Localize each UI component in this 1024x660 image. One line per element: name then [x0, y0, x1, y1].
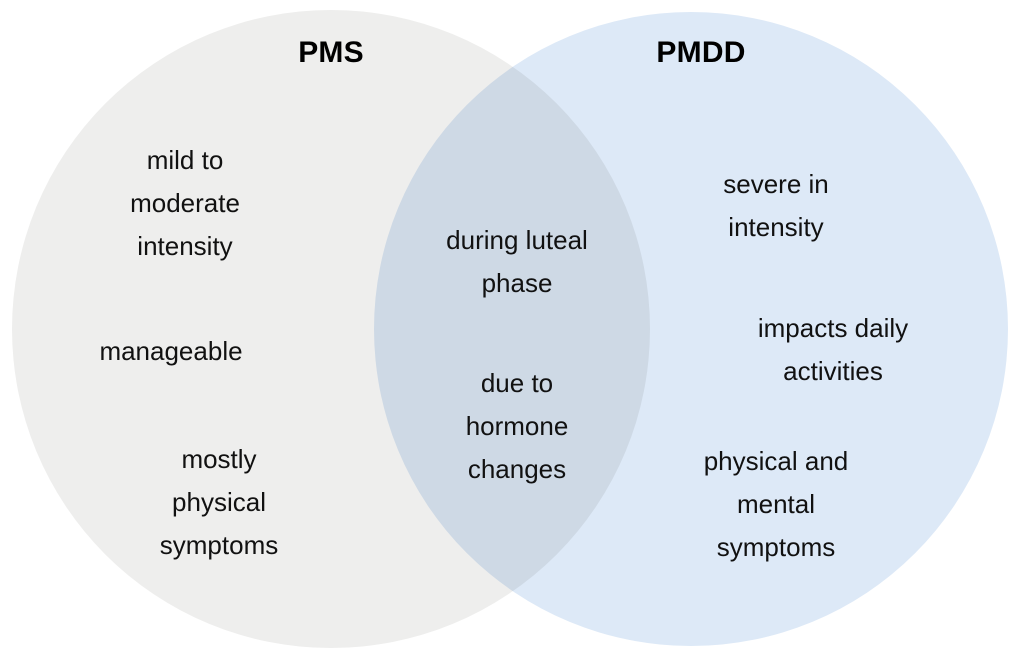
venn-entry-pmdd-daily-activities: impacts daily activities — [757, 313, 909, 387]
venn-title-pmdd: PMDD — [656, 36, 746, 69]
venn-entry-pms-symptoms: mostly physical symptoms — [159, 444, 279, 561]
venn-entry-pmdd-intensity: severe in intensity — [723, 169, 829, 243]
venn-entry-pms-manageable: manageable — [99, 336, 243, 366]
venn-entry-pms-intensity: mild to moderate intensity — [130, 145, 240, 262]
venn-title-pms: PMS — [298, 36, 364, 69]
venn-entry-pmdd-symptoms: physical and mental symptoms — [703, 446, 849, 563]
venn-circle-pmdd — [374, 12, 1008, 646]
venn-entry-shared-hormone-changes: due to hormone changes — [465, 368, 569, 485]
venn-entry-shared-luteal-phase: during luteal phase — [446, 225, 588, 299]
